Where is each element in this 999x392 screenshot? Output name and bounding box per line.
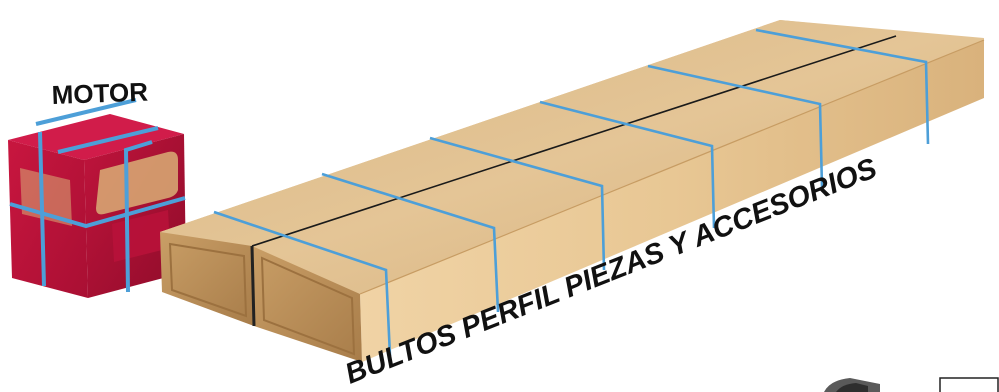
motor-box-top [8, 114, 184, 160]
motor-strap [123, 140, 153, 293]
package-end-inner-right [260, 256, 356, 356]
motor-strap [38, 131, 46, 287]
package-strap [429, 136, 606, 271]
motor-strap [9, 196, 186, 229]
cardboard-packages [160, 20, 985, 362]
motor-strap [57, 126, 159, 154]
package-top-main [160, 20, 984, 294]
package-strap [321, 172, 500, 313]
corner-frame-icon [939, 377, 999, 392]
motor-box [8, 98, 186, 298]
package-front-face [360, 40, 984, 362]
package-end-right [252, 246, 362, 362]
package-end-divider [250, 245, 256, 327]
motor-print-shape [96, 151, 178, 215]
package-end-inner-left [168, 242, 248, 318]
package-strap [539, 100, 716, 229]
package-strap [755, 28, 930, 145]
package-edge [359, 39, 985, 295]
package-end-left [160, 232, 254, 326]
package-strap [213, 210, 392, 357]
package-seam [251, 35, 897, 247]
motor-label: MOTOR [51, 77, 149, 110]
package-strap [647, 64, 824, 189]
corner-object-icon [824, 378, 880, 392]
motor-strap [35, 98, 137, 126]
